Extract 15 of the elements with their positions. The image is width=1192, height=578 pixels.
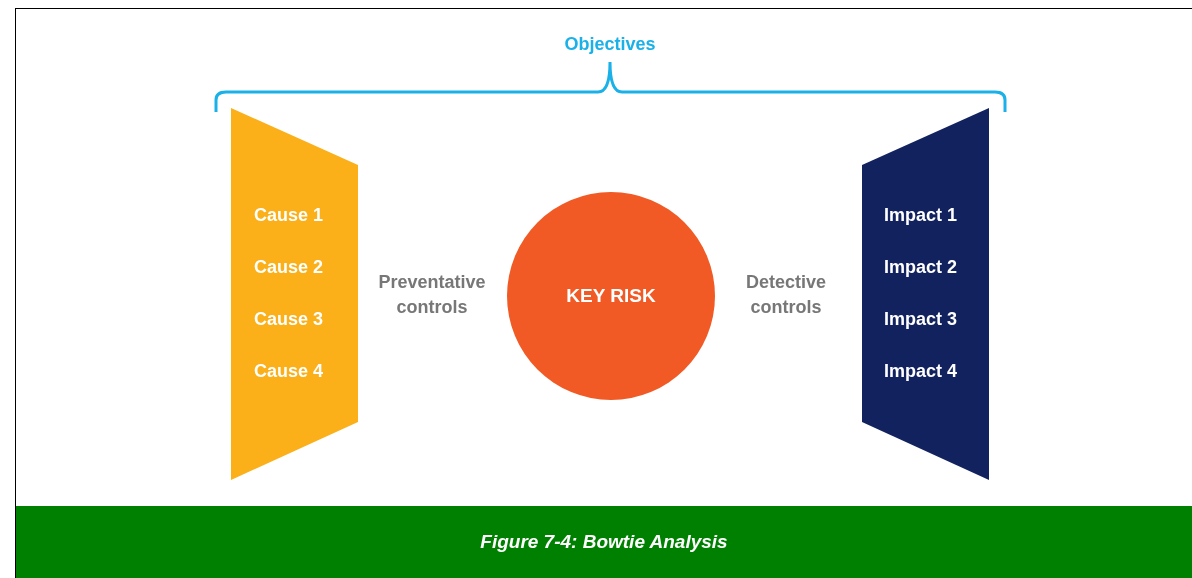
cause-label: Cause 1: [254, 205, 324, 226]
controls-label: Preventative controls: [377, 271, 487, 319]
cause-panel: [231, 108, 358, 480]
cause-label: Cause 2: [254, 257, 324, 278]
risk-label: KEY RISK: [566, 285, 656, 307]
impact-label: Impact 1: [884, 205, 958, 226]
cause-label: Cause 3: [254, 309, 324, 330]
figure-caption: Figure 7-4: Bowtie Analysis: [480, 531, 728, 553]
controls-label: Detective controls: [744, 271, 827, 319]
impact-label: Impact 3: [884, 309, 958, 330]
cause-label: Cause 4: [254, 361, 324, 382]
impact-panel: [862, 108, 989, 480]
impact-label: Impact 4: [884, 361, 958, 382]
heading-label: Objectives: [563, 33, 657, 56]
impact-label: Impact 2: [884, 257, 958, 278]
